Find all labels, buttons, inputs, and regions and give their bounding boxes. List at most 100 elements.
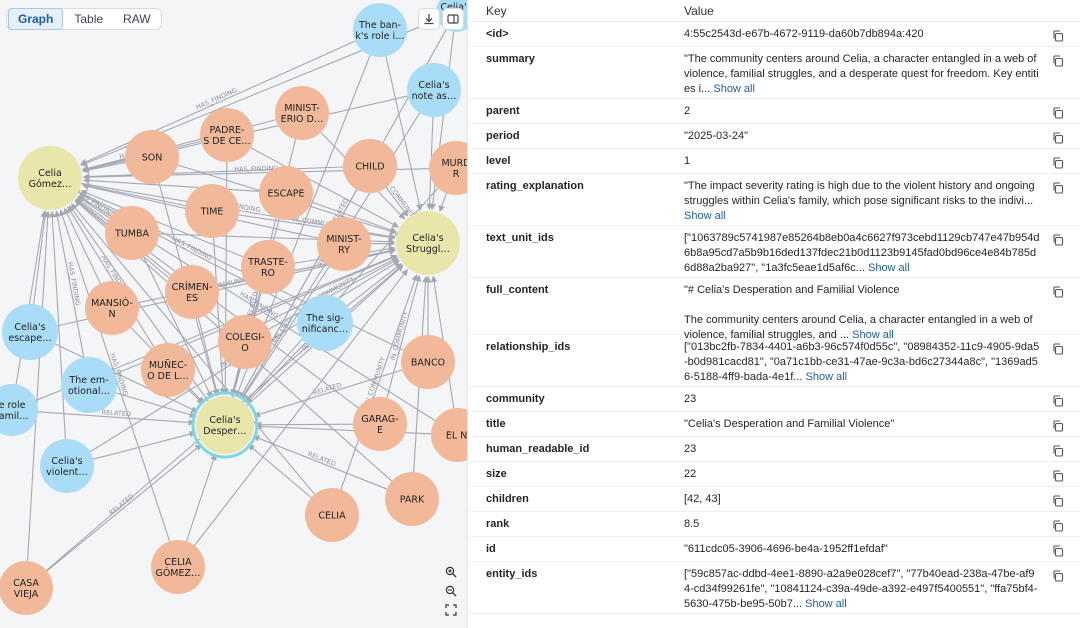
show-all-link[interactable]: Show all: [684, 210, 726, 222]
graph-node[interactable]: SON: [125, 130, 179, 184]
show-all-link[interactable]: Show all: [713, 83, 755, 95]
show-all-link[interactable]: Show all: [805, 598, 847, 610]
node-circle[interactable]: [105, 206, 159, 260]
node-circle[interactable]: [275, 86, 329, 140]
graph-node[interactable]: MUÑEC-O DE L…: [141, 343, 195, 397]
copy-icon[interactable]: [1052, 520, 1064, 532]
graph-node[interactable]: MANSIÓ-N: [85, 281, 139, 335]
graph-node[interactable]: The em-otional…: [61, 357, 117, 413]
copy-icon[interactable]: [1052, 445, 1064, 457]
graph-node[interactable]: The ban-k's role i…: [353, 3, 407, 57]
node-circle[interactable]: [343, 139, 397, 193]
node-circle[interactable]: [196, 396, 254, 454]
node-circle[interactable]: [429, 141, 468, 195]
graph-node[interactable]: MINIST-ERIO D…: [275, 86, 329, 140]
node-circle[interactable]: [0, 384, 38, 436]
graph-node[interactable]: PADRE-S DE CE…: [200, 108, 254, 162]
copy-icon[interactable]: [1052, 470, 1064, 482]
graph-node[interactable]: PARK: [385, 472, 439, 526]
graph-node[interactable]: CRÍMEN-ES: [165, 265, 219, 319]
graph-node[interactable]: MINIST-RY: [317, 217, 371, 271]
fit-screen-icon: [445, 603, 457, 616]
copy-icon[interactable]: [1052, 495, 1064, 507]
sidebar-toggle-button[interactable]: [442, 8, 464, 30]
download-button[interactable]: [418, 8, 440, 30]
node-circle[interactable]: [396, 211, 460, 275]
node-circle[interactable]: [431, 408, 468, 462]
copy-icon[interactable]: [1052, 343, 1064, 355]
graph-node[interactable]: CHILD: [343, 139, 397, 193]
copy-icon[interactable]: [1052, 132, 1064, 144]
graph-panel[interactable]: HAS_FINDINGRELATEDIN_COMMUNITYHAS_FINDIN…: [0, 0, 468, 628]
node-circle[interactable]: [407, 63, 461, 117]
graph-node[interactable]: TUMBA: [105, 206, 159, 260]
property-value: "The impact severity rating is high due …: [670, 174, 1080, 224]
node-circle[interactable]: [165, 265, 219, 319]
show-all-link[interactable]: Show all: [867, 262, 910, 274]
node-circle[interactable]: [185, 184, 239, 238]
node-circle[interactable]: [141, 343, 195, 397]
tab-table[interactable]: Table: [74, 12, 104, 26]
copy-icon[interactable]: [1052, 30, 1064, 42]
copy-icon[interactable]: [1052, 545, 1064, 557]
node-circle[interactable]: [218, 315, 272, 369]
graph-node[interactable]: COLEGI-O: [218, 315, 272, 369]
copy-icon[interactable]: [1052, 55, 1064, 67]
graph-node[interactable]: CELIA: [305, 488, 359, 542]
tab-raw[interactable]: RAW: [123, 12, 151, 26]
graph-node[interactable]: The sig-nificanc…: [297, 295, 353, 351]
node-circle[interactable]: [85, 281, 139, 335]
graph-node[interactable]: BANCO: [401, 335, 455, 389]
node-circle[interactable]: [241, 240, 295, 294]
copy-icon[interactable]: [1052, 395, 1064, 407]
copy-icon[interactable]: [1052, 570, 1064, 582]
copy-icon[interactable]: [1052, 107, 1064, 119]
graph-node[interactable]: ESCAPE: [259, 166, 313, 220]
zoom-in-button[interactable]: [441, 563, 461, 580]
copy-icon[interactable]: [1052, 234, 1064, 246]
node-circle[interactable]: [401, 335, 455, 389]
node-circle[interactable]: [385, 472, 439, 526]
node-circle[interactable]: [151, 540, 205, 594]
copy-icon[interactable]: [1052, 286, 1064, 298]
zoom-out-button[interactable]: [441, 582, 461, 599]
node-circle[interactable]: [353, 3, 407, 57]
node-circle[interactable]: [297, 295, 353, 351]
node-circle[interactable]: [40, 439, 94, 493]
node-circle[interactable]: [259, 166, 313, 220]
node-circle[interactable]: [305, 488, 359, 542]
show-all-link[interactable]: Show all: [852, 329, 894, 341]
node-circle[interactable]: [2, 304, 58, 360]
graph-node[interactable]: GARAG-E: [353, 397, 407, 451]
copy-icon[interactable]: [1052, 157, 1064, 169]
show-all-link[interactable]: Show all: [805, 371, 848, 383]
graph-canvas[interactable]: HAS_FINDINGRELATEDIN_COMMUNITYHAS_FINDIN…: [0, 0, 468, 628]
copy-icon[interactable]: [1052, 182, 1064, 194]
graph-node[interactable]: EL NI: [431, 408, 468, 462]
graph-node[interactable]: e rolefamil…: [0, 384, 38, 436]
node-circle[interactable]: [353, 397, 407, 451]
node-circle[interactable]: [125, 130, 179, 184]
node-circle[interactable]: [317, 217, 371, 271]
zoom-controls: [441, 563, 461, 618]
node-circle[interactable]: [0, 561, 53, 615]
graph-node[interactable]: TRASTE-RO: [241, 240, 295, 294]
node-circle[interactable]: [61, 357, 117, 413]
graph-node[interactable]: TIME: [185, 184, 239, 238]
fit-screen-button[interactable]: [441, 601, 461, 618]
graph-edge: [254, 421, 354, 429]
node-circle[interactable]: [18, 146, 82, 210]
copy-icon[interactable]: [1052, 420, 1064, 432]
tab-graph[interactable]: Graph: [8, 8, 64, 30]
node-circle[interactable]: [200, 108, 254, 162]
